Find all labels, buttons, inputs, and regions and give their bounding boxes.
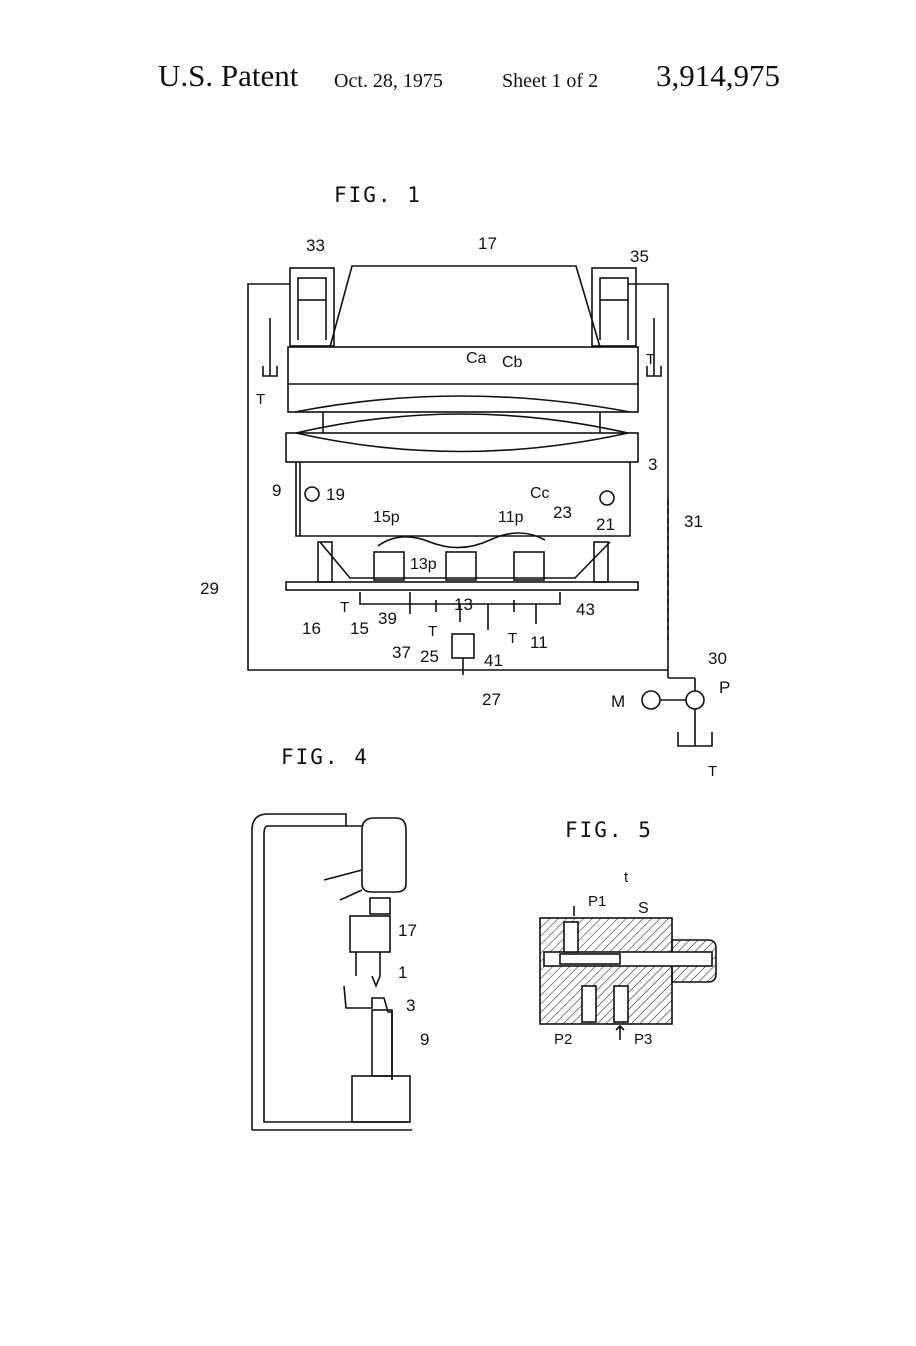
fig1-ref-13: 13	[454, 595, 473, 614]
fig1-ref-41: 41	[484, 651, 503, 670]
fig5-label: FIG. 5	[565, 818, 653, 842]
fig1-cylinder-11	[513, 551, 545, 581]
fig5-ref-p3: P3	[634, 1031, 652, 1048]
fig1-wavy-cut	[377, 532, 546, 549]
fig1-cylinder-13	[445, 551, 477, 581]
fig1-tank-bottom	[677, 709, 713, 747]
fig1-tank-right	[646, 318, 662, 377]
fig1-ref-11p: 11p	[498, 509, 524, 526]
fig1-ref-33: 33	[306, 236, 325, 255]
fig1-ref-27: 27	[482, 690, 501, 709]
fig1-cylinder-33	[289, 267, 335, 347]
fig1-ref-3: 3	[648, 455, 657, 474]
patent-title: U.S. Patent	[158, 58, 299, 93]
fig1-ref-15: 15	[350, 619, 369, 638]
fig1-lower-beam-3	[285, 432, 639, 463]
fig1-base-plate-16	[285, 581, 639, 591]
fig1-tank-left	[262, 318, 278, 377]
fig1-ref-17: 17	[478, 234, 497, 253]
fig1-detector-19	[304, 486, 320, 502]
fig1-ref-43: 43	[576, 600, 595, 619]
fig1-ref-19: 19	[326, 485, 345, 504]
fig5-port-p1	[563, 921, 579, 953]
fig1-ref-t-b: T	[428, 623, 437, 640]
fig1-ref-9: 9	[272, 481, 281, 500]
fig1-label: FIG. 1	[334, 183, 422, 207]
fig1-ref-p: P	[719, 678, 730, 697]
fig1-ref-21: 21	[596, 515, 615, 534]
fig1-curve-cc	[295, 432, 629, 453]
fig1-curve-ca	[295, 413, 629, 434]
fig1-ref-ca: Ca	[466, 350, 487, 367]
fig1-frame-9	[295, 462, 631, 537]
fig4-ram-17	[349, 915, 391, 953]
fig1-ref-t-tank: T	[708, 763, 717, 780]
fig4-label: FIG. 4	[281, 745, 369, 769]
fig1-ref-cb: Cb	[502, 354, 523, 371]
fig1-detector-21	[599, 490, 615, 506]
fig1-ref-13p: 13p	[410, 556, 437, 573]
fig1-ref-t-a: T	[340, 599, 349, 616]
fig5-port-p3	[613, 985, 629, 1023]
fig5-ref-p1: P1	[588, 893, 606, 910]
fig1-ref-m: M	[611, 692, 625, 711]
fig1-base	[319, 541, 611, 579]
patent-date: Oct. 28, 1975	[334, 70, 443, 92]
fig1-ref-31: 31	[684, 512, 703, 531]
fig1-cylinder-35	[591, 267, 637, 347]
fig1-ref-16: 16	[302, 619, 321, 638]
fig1-curve-cb	[294, 395, 631, 413]
fig1-cylinder-15	[373, 551, 405, 581]
fig1-ref-29: 29	[200, 579, 219, 598]
fig5-ref-t: t	[624, 869, 629, 886]
fig1-upper-beam	[287, 346, 639, 413]
sheet-indicator: Sheet 1 of 2	[502, 70, 599, 92]
fig1-ref-cc: Cc	[530, 485, 550, 502]
fig1-ref-t-right: T	[646, 351, 655, 368]
fig1-ref-30: 30	[708, 649, 727, 668]
fig5-ref-s: S	[638, 900, 649, 917]
fig5-spool-s	[559, 953, 621, 965]
fig5-valve-body	[539, 917, 673, 1025]
fig1-ref-t-c: T	[508, 630, 517, 647]
fig4-head	[361, 817, 407, 893]
fig1-ref-15p: 15p	[373, 509, 400, 526]
fig1-ref-39: 39	[378, 609, 397, 628]
fig5-port-p2	[581, 985, 597, 1023]
fig4-ref-17: 17	[398, 921, 417, 940]
patent-number: 3,914,975	[656, 58, 780, 93]
fig1-line-29	[247, 283, 669, 671]
fig1-ref-35: 35	[630, 247, 649, 266]
fig4-ref-1: 1	[398, 963, 407, 982]
fig1-ref-23: 23	[553, 503, 572, 522]
fig1-ref-t-left: T	[256, 391, 265, 408]
fig1-ref-37: 37	[392, 643, 411, 662]
fig1-ram-17	[329, 265, 601, 348]
fig4-ref-3: 3	[406, 996, 415, 1015]
fig4-ref-9: 9	[420, 1030, 429, 1049]
fig1-ref-25: 25	[420, 647, 439, 666]
fig1-ref-11: 11	[530, 633, 548, 652]
fig4-punch-1	[355, 952, 381, 989]
fig5-ref-p2: P2	[554, 1031, 572, 1048]
